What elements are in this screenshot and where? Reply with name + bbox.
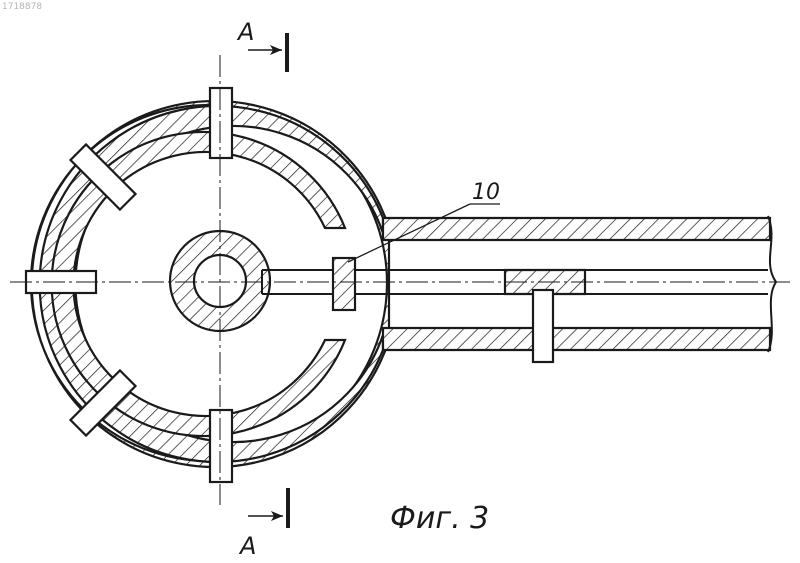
corner-mark: 1718878 (2, 2, 42, 12)
pin-top (210, 88, 232, 158)
section-letter-bottom: A (238, 532, 256, 560)
section-letter-top: A (236, 18, 254, 46)
handle-upper-wall (383, 218, 770, 240)
handle-pin (533, 290, 553, 362)
clamp-part-10 (333, 258, 355, 310)
section-marker-top: A (236, 18, 287, 72)
pin-bottom (210, 410, 232, 482)
handle-lower-wall (383, 328, 770, 350)
figure-caption: Фиг. 3 (390, 501, 489, 536)
part-number-label: 10 (472, 180, 500, 205)
section-marker-bottom: A (238, 488, 288, 560)
